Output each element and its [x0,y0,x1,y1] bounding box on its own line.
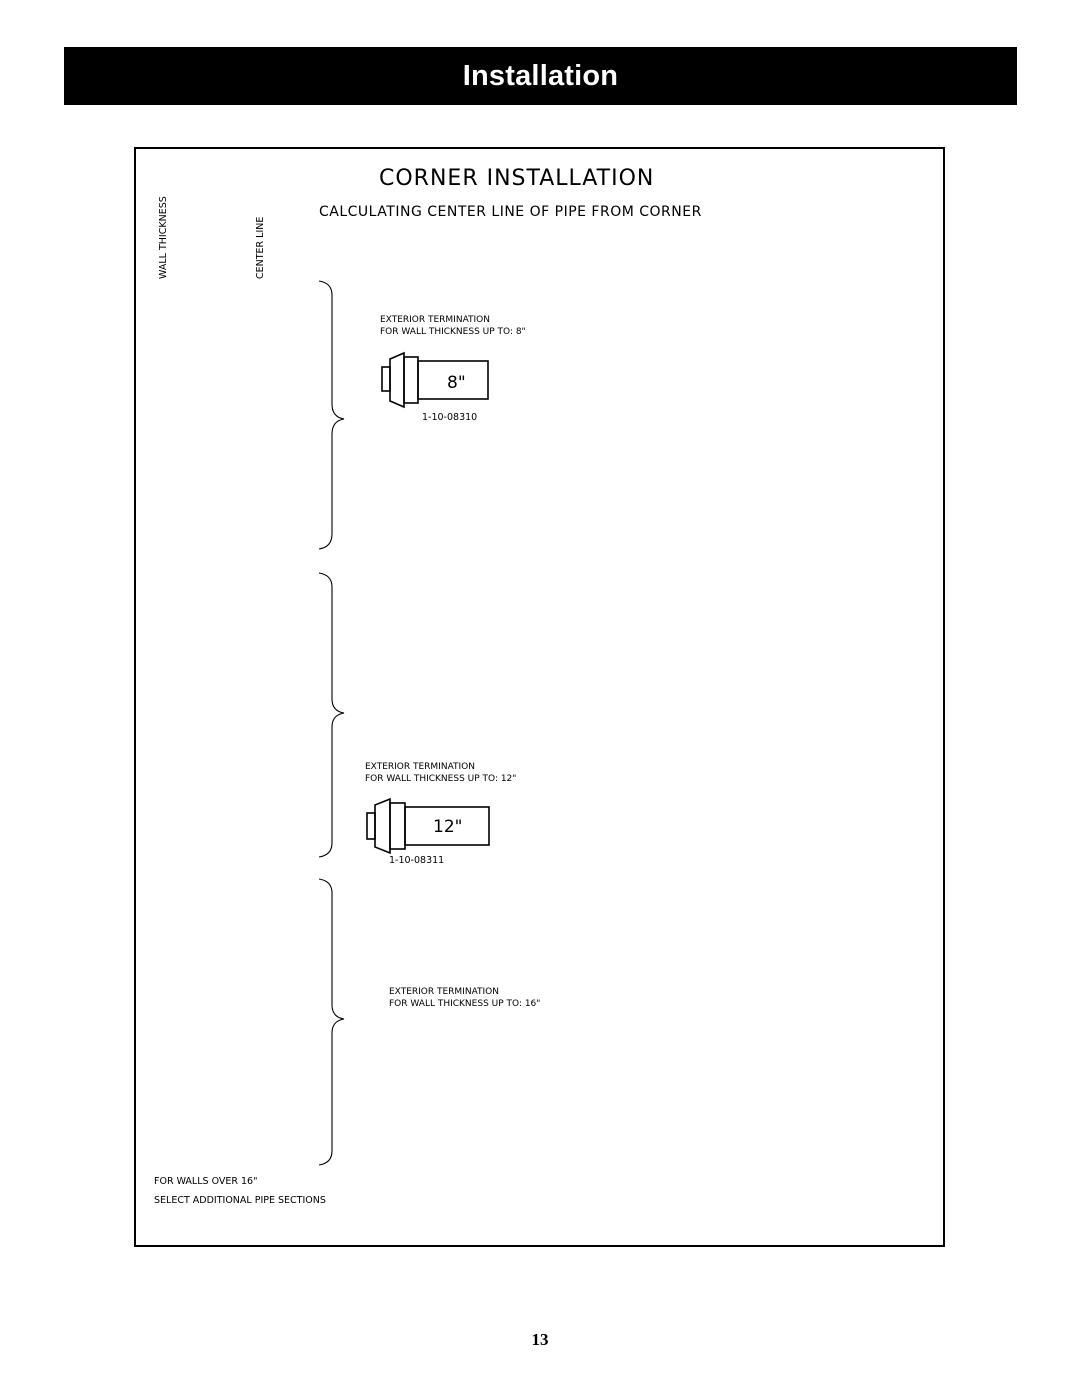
drawing-title: CORNER INSTALLATION [379,166,654,191]
termination-1-line-1: EXTERIOR TERMINATION [380,315,490,325]
footnote-line-1: FOR WALLS OVER 16" [154,1176,257,1187]
termination-1-size-label: 8" [447,373,466,393]
drawing-subtitle: CALCULATING CENTER LINE OF PIPE FROM COR… [319,204,702,220]
brace-group-2 [318,572,345,858]
termination-2-size-label: 12" [433,817,462,837]
brace-group-3 [318,878,345,1166]
termination-2-line-1: EXTERIOR TERMINATION [365,762,475,772]
termination-2-code: 1-10-08311 [389,855,444,866]
termination-1-pipe-icon [381,351,489,409]
section-header-bar: Installation [64,47,1017,105]
drawing-canvas: CORNER INSTALLATION CALCULATING CENTER L… [154,166,702,1206]
brace-group-1 [318,280,345,550]
termination-1-line-2: FOR WALL THICKNESS UP TO: 8" [380,327,526,337]
termination-1-code: 1-10-08310 [422,412,477,423]
center-line-column-header: CENTER LINE [255,217,266,279]
section-title: Installation [462,60,619,92]
termination-2-line-2: FOR WALL THICKNESS UP TO: 12" [365,774,516,784]
corner-installation-drawing: CORNER INSTALLATION CALCULATING CENTER L… [134,147,945,1247]
footnote-line-2: SELECT ADDITIONAL PIPE SECTIONS [154,1195,326,1206]
termination-3-line-1: EXTERIOR TERMINATION [389,987,499,997]
page-number: 13 [531,1330,549,1349]
termination-3-line-2: FOR WALL THICKNESS UP TO: 16" [389,999,540,1009]
wall-thickness-column-header: WALL THICKNESS [158,196,169,279]
termination-2-pipe-icon [366,797,490,855]
